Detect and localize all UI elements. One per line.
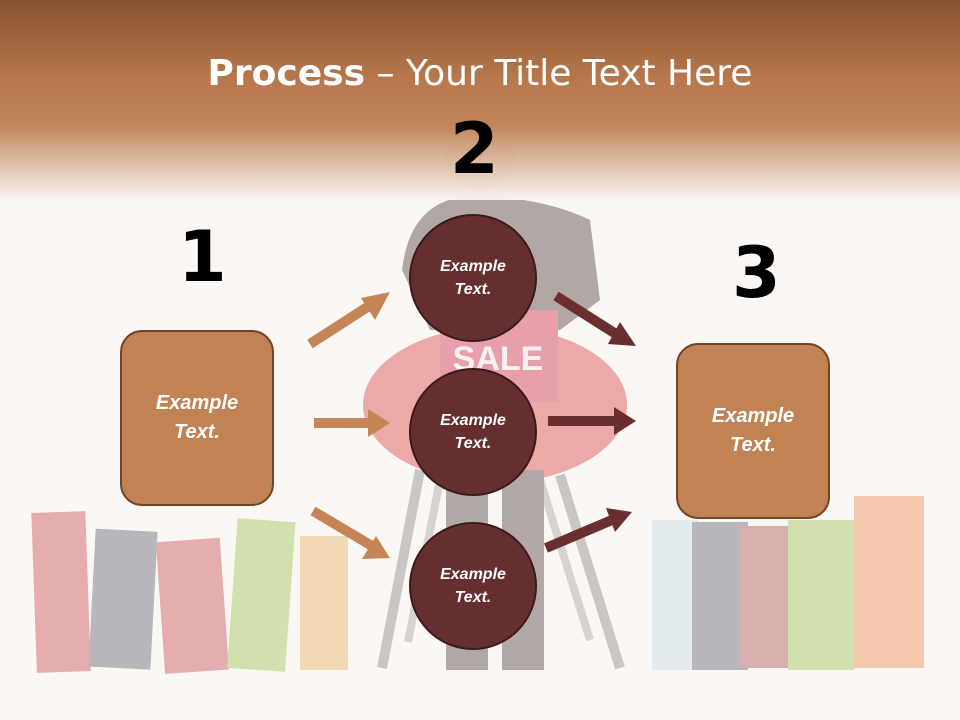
right-process-box: Example Text. <box>676 343 830 519</box>
arrow-right-bottom <box>544 508 632 553</box>
circle-middle-text: Example Text. <box>440 412 506 452</box>
circle-bottom-text: Example Text. <box>440 566 506 606</box>
right-box-text: Example Text. <box>711 405 795 456</box>
left-box-text: Example Text. <box>155 392 239 443</box>
arrow-left-down <box>310 506 390 559</box>
arrow-right-middle <box>548 407 636 435</box>
title-rest: – Your Title Text Here <box>365 53 753 94</box>
step-number-1: 1 <box>178 216 227 298</box>
circle-bottom: Example Text. <box>409 522 537 650</box>
step-number-2: 2 <box>450 108 499 190</box>
arrow-left-middle <box>314 409 390 437</box>
title-band <box>0 0 960 200</box>
slide-title: Process – Your Title Text Here <box>0 52 960 96</box>
circle-middle: Example Text. <box>409 368 537 496</box>
arrow-right-top <box>553 291 636 346</box>
title-bold: Process <box>207 53 366 94</box>
step-number-3: 3 <box>732 232 781 314</box>
left-process-box: Example Text. <box>120 330 274 506</box>
arrow-left-up <box>307 292 390 349</box>
circle-top-text: Example Text. <box>440 258 506 298</box>
circle-top: Example Text. <box>409 214 537 342</box>
